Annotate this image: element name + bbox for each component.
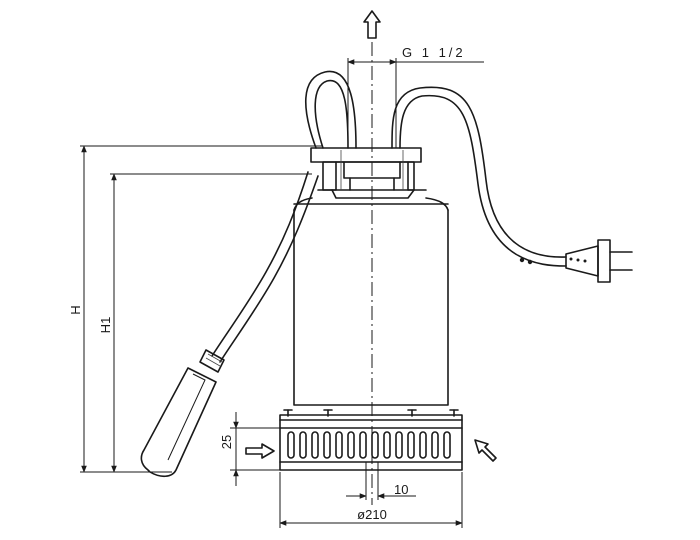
dim-base-diameter: ø210 bbox=[279, 472, 463, 528]
dim-slot-width: 10 bbox=[346, 462, 416, 500]
inlet-arrow-left-icon bbox=[245, 443, 275, 459]
inlet-arrow-right-icon bbox=[474, 439, 497, 462]
outlet-flow-arrow-icon bbox=[363, 10, 381, 39]
dim-label-intake-height: 25 bbox=[219, 435, 234, 449]
bolt-icon bbox=[283, 409, 293, 417]
power-plug-icon bbox=[519, 239, 633, 283]
dim-intake-height: 25 bbox=[219, 412, 280, 486]
intake-slots bbox=[287, 431, 451, 459]
dim-label-total-height: H bbox=[68, 305, 83, 314]
bolt-icon bbox=[449, 409, 459, 417]
dim-total-height: H bbox=[68, 145, 322, 473]
dim-label-outlet-thread: G 1 1/2 bbox=[402, 45, 466, 60]
bolt-icon bbox=[323, 409, 333, 417]
dim-motor-height: H1 bbox=[98, 173, 312, 473]
float-switch bbox=[140, 171, 319, 478]
dim-label-slot-width: 10 bbox=[394, 482, 408, 497]
cable-loop bbox=[305, 70, 357, 149]
pump-motor-body bbox=[293, 203, 449, 406]
dim-label-motor-height: H1 bbox=[98, 317, 113, 334]
float-cable-gland bbox=[199, 349, 225, 373]
bolt-icon bbox=[407, 409, 417, 417]
pump-base-strainer bbox=[279, 409, 463, 471]
dim-label-base-diameter: ø210 bbox=[357, 507, 387, 522]
power-cable bbox=[391, 86, 567, 267]
dim-outlet-thread: G 1 1/2 bbox=[347, 45, 484, 148]
